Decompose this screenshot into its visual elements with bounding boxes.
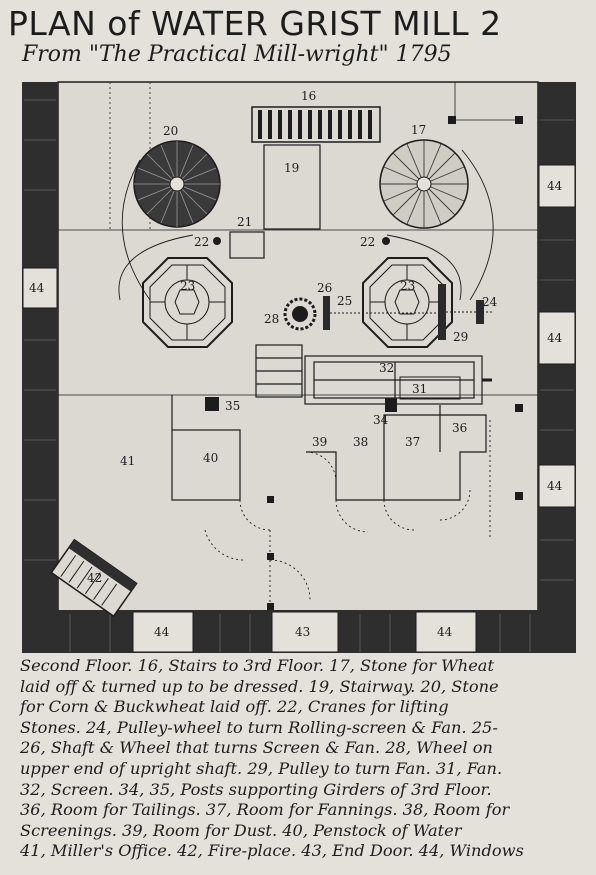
label-25: 25 xyxy=(337,294,352,308)
guide-lines xyxy=(58,82,538,396)
label-43: 43 xyxy=(295,625,310,639)
outer-walls xyxy=(22,82,576,653)
stairs-16 xyxy=(251,106,381,143)
room-38-37 xyxy=(336,414,487,501)
crane-22-right xyxy=(382,237,390,245)
label-44-right-2: 44 xyxy=(547,331,563,345)
window-left xyxy=(22,267,58,309)
fireplace-42 xyxy=(50,538,138,618)
post-34 xyxy=(385,398,397,412)
wheel-26 xyxy=(323,296,330,330)
legend-line: Screenings. 39, Room for Dust. 40, Penst… xyxy=(20,820,462,840)
number-labels: 16 17 19 20 21 22 22 23 23 24 25 26 28 2… xyxy=(29,89,563,639)
legend-text: Second Floor. 16, Stairs to 3rd Floor. 1… xyxy=(20,656,586,862)
crane-22-left xyxy=(213,237,221,245)
end-door xyxy=(271,611,339,653)
legend-line: 41, Miller's Office. 42, Fire-place. 43,… xyxy=(20,841,524,861)
label-37: 37 xyxy=(405,435,420,449)
label-29: 29 xyxy=(453,330,468,344)
rooms xyxy=(171,395,487,501)
crane-arc-right xyxy=(386,234,462,301)
room-40 xyxy=(171,429,241,501)
spout-box xyxy=(255,344,303,398)
wall-hatching xyxy=(24,99,574,652)
label-26: 26 xyxy=(317,281,332,295)
box-21 xyxy=(229,231,265,259)
post-35 xyxy=(205,397,219,411)
label-42: 42 xyxy=(87,571,102,585)
crane-arc-left xyxy=(118,234,194,301)
door-swings xyxy=(204,420,491,610)
window-bottom-2 xyxy=(415,611,477,653)
legend-line: upper end of upright shaft. 29, Pulley t… xyxy=(20,758,503,778)
label-36: 36 xyxy=(452,421,467,435)
window-bottom-1 xyxy=(132,611,194,653)
legend-line: Second Floor. 16, Stairs to 3rd Floor. 1… xyxy=(20,656,494,675)
label-40: 40 xyxy=(203,451,218,465)
label-31: 31 xyxy=(412,382,427,396)
plan-title: PLAN of WATER GRIST MILL 2 xyxy=(8,4,502,43)
label-44-bottom-2: 44 xyxy=(437,625,453,639)
label-24: 24 xyxy=(482,295,498,309)
label-32: 32 xyxy=(379,361,394,375)
stairway-19 xyxy=(263,144,321,230)
label-17: 17 xyxy=(411,123,426,137)
label-22-left: 22 xyxy=(194,235,209,249)
label-44-right-1: 44 xyxy=(547,179,563,193)
millstone-23-right xyxy=(362,257,453,348)
window-right-2 xyxy=(538,311,576,365)
label-44-right-3: 44 xyxy=(547,479,563,493)
stone-17 xyxy=(379,139,469,229)
label-22-right: 22 xyxy=(360,235,375,249)
label-34: 34 xyxy=(373,413,389,427)
fan-31 xyxy=(399,376,461,400)
legend-line: Stones. 24, Pulley-wheel to turn Rolling… xyxy=(20,717,498,737)
label-41: 41 xyxy=(120,454,135,468)
windows xyxy=(22,164,576,653)
swing-arc-20 xyxy=(121,159,151,301)
label-38: 38 xyxy=(353,435,368,449)
legend-line: 36, Room for Tailings. 37, Room for Fann… xyxy=(20,800,510,820)
window-right-1 xyxy=(538,164,576,208)
legend-line: 26, Shaft & Wheel that turns Screen & Fa… xyxy=(20,738,493,758)
millstone-23-left xyxy=(142,257,233,348)
label-20: 20 xyxy=(163,124,178,138)
legend-line: for Corn & Buckwheat laid off. 22, Crane… xyxy=(20,697,449,717)
posts xyxy=(267,116,523,610)
floor-plan: 16 17 19 20 21 22 22 23 23 24 25 26 28 2… xyxy=(22,81,576,653)
label-23-left: 23 xyxy=(180,279,195,293)
pulley-29 xyxy=(438,284,446,340)
wheel-28 xyxy=(283,297,317,331)
stone-20 xyxy=(133,140,221,228)
label-23-right: 23 xyxy=(400,279,415,293)
label-39: 39 xyxy=(312,435,327,449)
swing-arc-17 xyxy=(461,149,494,301)
label-16: 16 xyxy=(301,89,316,103)
label-28: 28 xyxy=(264,312,279,326)
room-39 xyxy=(306,451,337,500)
label-21: 21 xyxy=(237,215,252,229)
label-19: 19 xyxy=(284,161,299,175)
label-44-left: 44 xyxy=(29,281,45,295)
legend-line: 32, Screen. 34, 35, Posts supporting Gir… xyxy=(20,779,492,799)
window-right-3 xyxy=(538,464,576,508)
legend-line: laid off & turned up to be dressed. 19, … xyxy=(20,676,499,696)
plan-subtitle: From "The Practical Mill-wright" 1795 xyxy=(22,42,452,67)
label-44-bottom-1: 44 xyxy=(154,625,170,639)
label-35: 35 xyxy=(225,399,240,413)
